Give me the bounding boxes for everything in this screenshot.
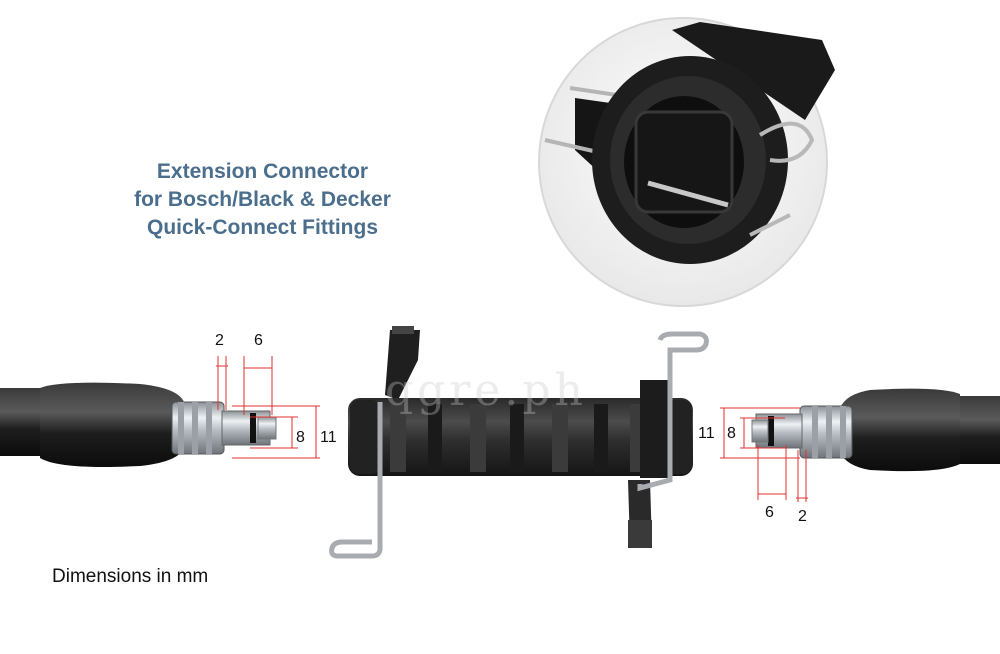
left-length-label: 6 — [254, 332, 263, 349]
inset-closeup-photo — [538, 17, 835, 307]
right-dimension-lines — [720, 407, 808, 502]
right-length-label: 6 — [765, 504, 774, 521]
extension-connector — [329, 326, 709, 559]
left-gap-label: 2 — [215, 332, 224, 349]
right-inner-diameter-label: 8 — [727, 425, 736, 442]
left-dimension-lines — [216, 356, 320, 459]
left-hose — [0, 382, 277, 467]
left-outer-diameter-label: 11 — [320, 429, 337, 446]
title-line-3: Quick-Connect Fittings — [147, 216, 378, 239]
title-line-1: Extension Connector — [156, 160, 369, 183]
left-inner-diameter-label: 8 — [296, 429, 305, 446]
watermark-text: qgre.ph — [385, 365, 587, 416]
right-hose — [751, 388, 1000, 472]
dimensions-note: Dimensions in mm — [52, 566, 209, 587]
right-gap-label: 2 — [798, 508, 807, 525]
right-outer-diameter-label: 11 — [698, 425, 715, 442]
title-line-2: for Bosch/Black & Decker — [134, 188, 391, 211]
product-title: Extension Connector for Bosch/Black & De… — [100, 158, 425, 242]
